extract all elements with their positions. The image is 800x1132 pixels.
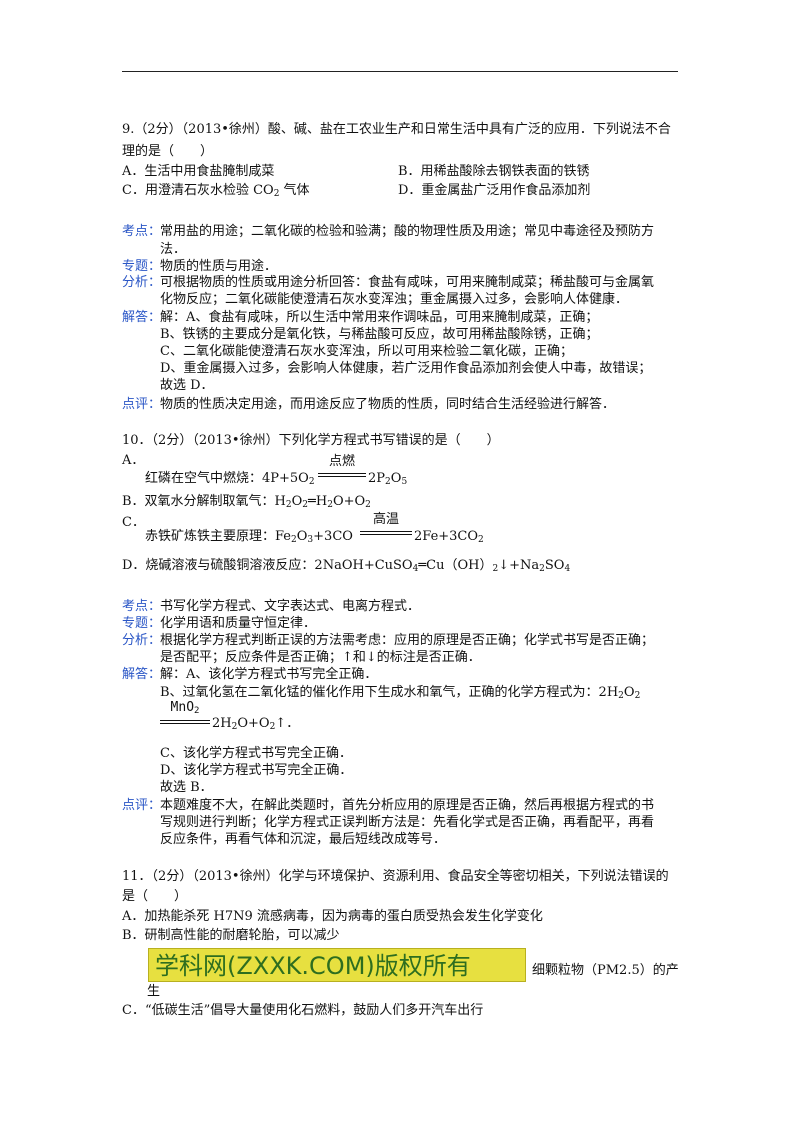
q9-zhuanti-label: 专题： [122, 259, 162, 274]
q11-option-b-line2: 细颗粒物（PM2.5）的产 [532, 963, 679, 978]
watermark-text: 学科网(ZXXK.COM)版权所有 [155, 952, 471, 980]
q10-c-product: 2Fe+3CO2 [414, 529, 484, 545]
q10-option-a: 红磷在空气中燃烧：4P+5O2 [145, 471, 315, 487]
q10-option-b: B．双氧水分解制取氧气：H2O2═H2O+O2 [122, 494, 371, 510]
q10-a-product: 2P2O5 [368, 471, 408, 487]
q9-stem-line2: 理的是（ ） [122, 144, 214, 159]
q10-kaodian: 书写化学方程式、文字表达式、电离方程式． [160, 599, 421, 614]
q9-kaodian-line2: 法． [160, 242, 187, 257]
q9-kaodian-line1: 常用盐的用途；二氧化碳的检验和验满；酸的物理性质及用途；常见中毒途径及预防方 [160, 224, 655, 239]
q10-option-d: D．烧碱溶液与硫酸铜溶液反应：2NaOH+CuSO4═Cu（OH）2↓+Na2S… [122, 558, 571, 574]
q9-fenxi-line2: 化物反应；二氧化碳能使澄清石灰水变浑浊；重金属摄入过多，会影响人体健康． [160, 292, 629, 307]
q10-jieda-line4: C、该化学方程式书写完全正确． [160, 746, 352, 761]
q10-jieda-label: 解答： [122, 667, 162, 682]
q10-option-c-label: C． [122, 515, 145, 530]
q10-fenxi-label: 分析： [122, 633, 162, 648]
q9-jieda-line1: 解：A、食盐有咸味，所以生活中常用来作调味品，可用来腌制咸菜，正确； [160, 310, 599, 325]
q10-jieda-line6: 故选 B． [160, 780, 213, 795]
q10-dianping-line2: 写规则进行判断；化学方程式正误判断方法是：先看化学式是否正确，再看配平，再看 [160, 815, 655, 830]
q10-b-equals-line [160, 720, 210, 724]
q11-option-c: C．“低碳生活”倡导大量使用化石燃料，鼓励人们多开汽车出行 [122, 1003, 484, 1018]
q10-option-c: 赤铁矿炼铁主要原理：Fe2O3+3CO [145, 529, 353, 545]
q10-c-equals-line [360, 531, 412, 535]
q9-fenxi-label: 分析： [122, 275, 162, 290]
q10-zhuanti-label: 专题： [122, 616, 162, 631]
q9-option-d: D．重金属盐广泛用作食品添加剂 [398, 183, 591, 198]
q10-option-a-label: A． [122, 453, 145, 468]
q10-dianping-label: 点评： [122, 798, 162, 813]
q9-zhuanti: 物质的性质与用途． [160, 259, 278, 274]
q10-jieda-line2: B、过氧化氢在二氧化锰的催化作用下生成水和氧气，正确的化学方程式为：2H2O2 [160, 685, 641, 701]
q9-jieda-line4: D、重金属摄入过多，会影响人体健康，若广泛用作食品添加剂会使人中毒，故错误； [160, 361, 652, 376]
q9-jieda-line3: C、二氧化碳能使澄清石灰水变浑浊，所以可用来检验二氧化碳，正确； [160, 344, 573, 359]
q11-option-b-line3: 生 [147, 984, 161, 999]
watermark-banner: 学科网(ZXXK.COM)版权所有 [148, 948, 526, 982]
q9-option-b: B．用稀盐酸除去钢铁表面的铁锈 [398, 164, 590, 179]
q10-b-product: 2H2O+O2↑． [212, 716, 300, 732]
q11-option-b-line1: B．研制高性能的耐磨轮胎，可以减少 [122, 928, 340, 943]
top-rule [122, 71, 678, 72]
q10-zhuanti: 化学用语和质量守恒定律． [160, 616, 317, 631]
q9-dianping-label: 点评： [122, 397, 162, 412]
q10-dianping-line1: 本题难度不大，在解此类题时，首先分析应用的原理是否正确，然后再根据方程式的书 [160, 798, 655, 813]
q10-a-condition: 点燃 [328, 454, 355, 469]
q9-fenxi-line1: 可根据物质的性质或用途分析回答：食盐有咸味，可用来腌制咸菜；稀盐酸可与金属氧 [160, 275, 655, 290]
q10-dianping-line3: 反应条件，再看气体和沉淀，最后短线改成等号． [160, 832, 447, 847]
q11-stem-line2: 是（ ） [122, 889, 188, 904]
q10-fenxi-line2: 是否配平；反应条件是否正确；↑和↓的标注是否正确． [160, 650, 481, 665]
q9-stem-line1: 9.（2分）（2013•徐州）酸、碱、盐在工农业生产和日常生活中具有广泛的应用．… [122, 122, 671, 137]
q9-jieda-line5: 故选 D． [160, 378, 214, 393]
q9-dianping: 物质的性质决定用途，而用途反应了物质的性质，同时结合生活经验进行解答． [160, 397, 616, 412]
q10-fenxi-line1: 根据化学方程式判断正误的方法需考虑：应用的原理是否正确；化学式书写是否正确； [160, 633, 655, 648]
q10-kaodian-label: 考点： [122, 599, 162, 614]
q9-jieda-line2: B、铁锈的主要成分是氧化铁，与稀盐酸可反应，故可用稀盐酸除锈，正确； [160, 327, 599, 342]
q10-a-equals-line [318, 473, 366, 477]
q11-stem-line1: 11．（2分）（2013•徐州）化学与环境保护、资源利用、食品安全等密切相关，下… [122, 869, 669, 884]
q10-c-condition: 高温 [372, 512, 399, 527]
q9-kaodian-label: 考点： [122, 224, 162, 239]
q10-jieda-line5: D、该化学方程式书写完全正确． [160, 763, 353, 778]
q10-jieda-line1: 解：A、该化学方程式书写完全正确． [160, 667, 378, 682]
q10-b-condition: MnO2 [170, 700, 200, 716]
q9-option-c: C．用澄清石灰水检验 CO2 气体 [122, 183, 310, 199]
q10-stem: 10．（2分）（2013•徐州）下列化学方程式书写错误的是（ ） [122, 433, 500, 448]
q11-option-a: A．加热能杀死 H7N9 流感病毒，因为病毒的蛋白质受热会发生化学变化 [122, 909, 543, 924]
q9-option-a: A．生活中用食盐腌制咸菜 [122, 164, 275, 179]
q9-jieda-label: 解答： [122, 310, 162, 325]
